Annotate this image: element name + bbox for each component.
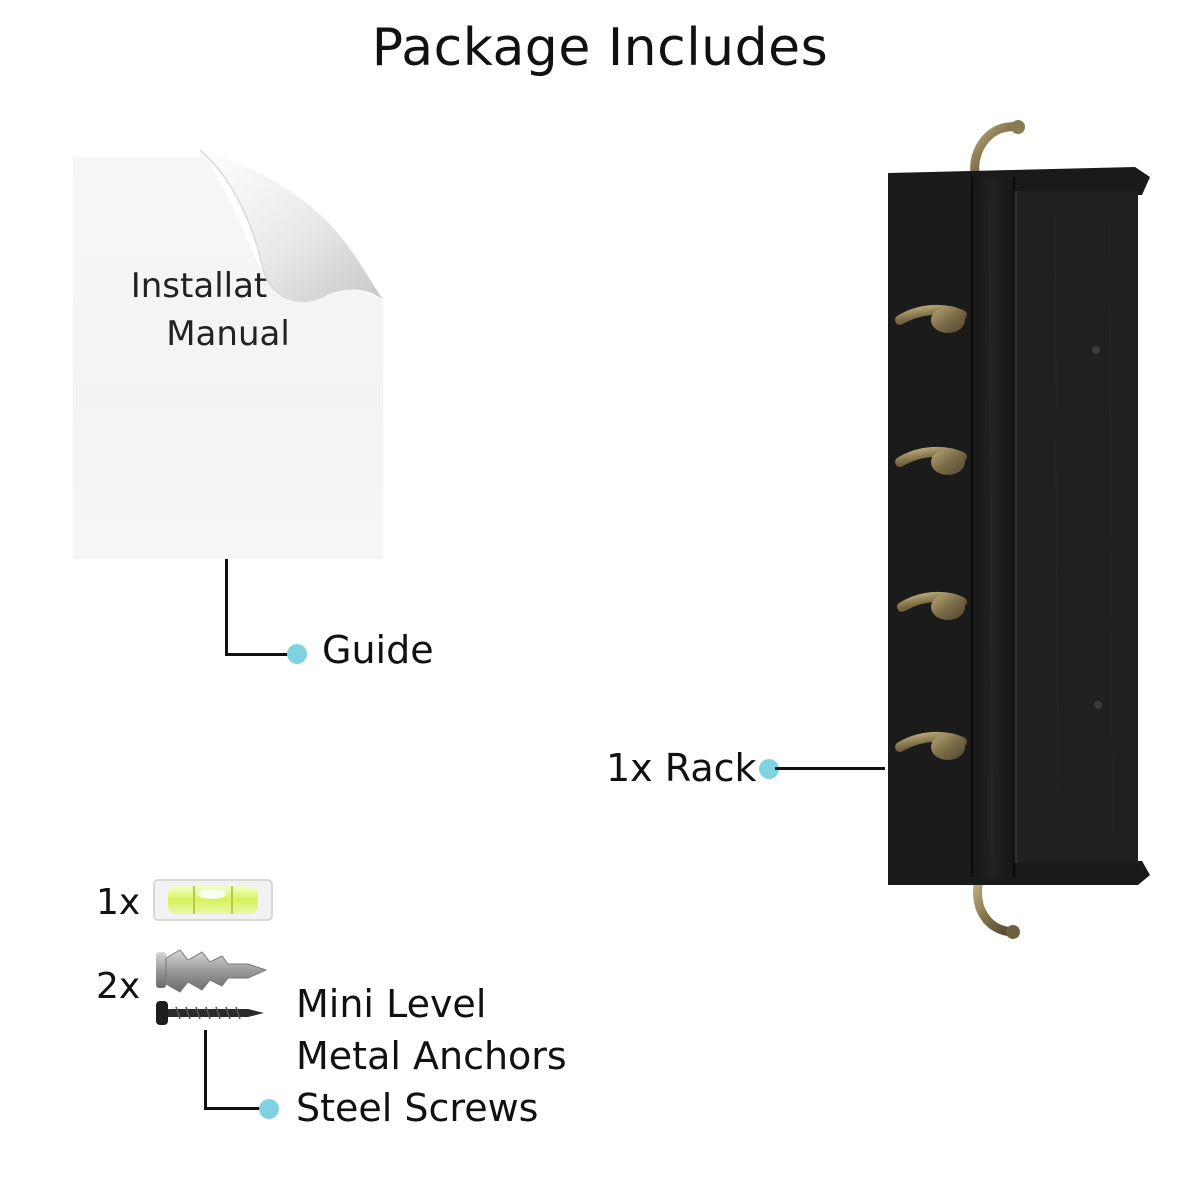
- manual-line-2: Manual: [166, 314, 290, 354]
- rack-hook-4: [895, 731, 967, 760]
- page-curl-icon: [199, 150, 390, 305]
- parts-item-steel-screws: Steel Screws: [296, 1086, 539, 1130]
- metal-anchor-icon: [156, 949, 268, 993]
- page-title: Package Includes: [371, 18, 829, 78]
- manual-cover-text: Installat Manual: [73, 262, 383, 358]
- parts-item-mini-level: Mini Level: [296, 982, 487, 1026]
- parts-dot: [259, 1099, 279, 1119]
- rack-image: [888, 120, 1150, 939]
- rack-label: 1x Rack: [606, 746, 757, 790]
- level-count: 1x: [96, 882, 141, 923]
- parts-leader-horizontal: [204, 1107, 266, 1110]
- parts-leader-vertical: [204, 1030, 207, 1110]
- parts-item-metal-anchors: Metal Anchors: [296, 1034, 567, 1078]
- rack-hook-2: [895, 446, 967, 475]
- rack-hook-3: [897, 591, 967, 620]
- rack-hook-1: [895, 304, 967, 333]
- rack-leader-line: [775, 767, 885, 770]
- guide-dot: [287, 644, 307, 664]
- steel-screw-icon: [156, 1001, 264, 1025]
- guide-leader-horizontal: [225, 653, 295, 656]
- guide-label: Guide: [322, 628, 434, 672]
- manual-line-1: Installat: [130, 266, 268, 306]
- guide-leader-vertical: [225, 559, 228, 656]
- mini-level-icon: [153, 879, 273, 921]
- rack-dot: [759, 759, 779, 779]
- anchor-count: 2x: [96, 966, 141, 1007]
